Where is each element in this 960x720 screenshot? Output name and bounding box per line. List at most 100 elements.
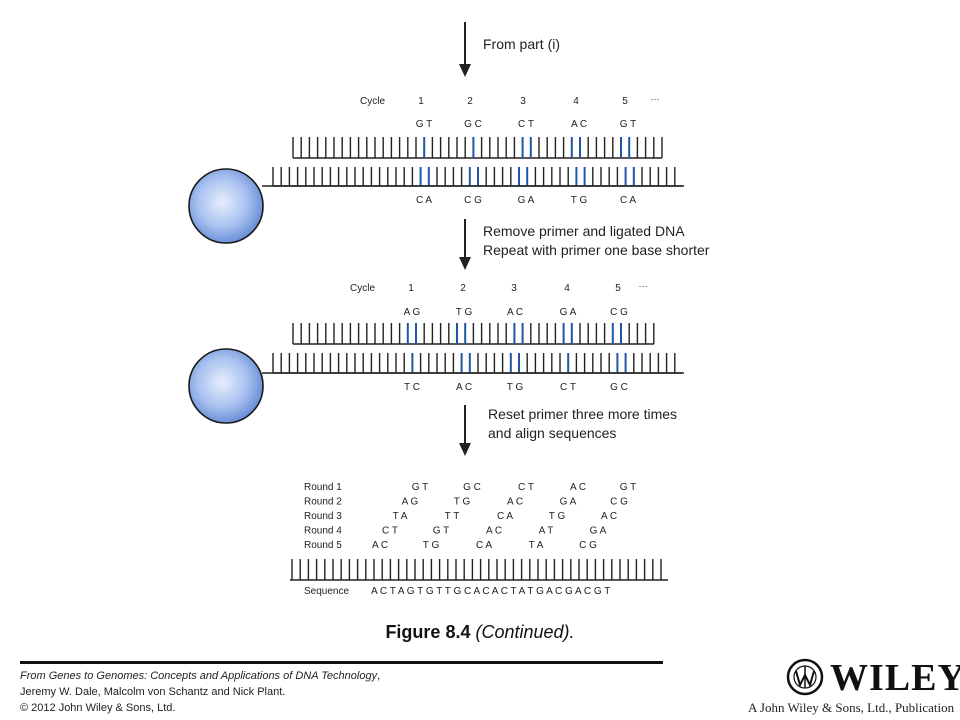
round-label: Round 4 [304,526,342,537]
cycle-number: 2 [467,96,473,107]
round-pair: C T [382,526,398,537]
primer-strand-1 [292,137,663,159]
copyright: © 2012 John Wiley & Sons, Ltd. [20,702,176,714]
round-pair: T G [454,497,471,508]
bead-2 [188,348,684,424]
round-pair: G T [620,482,636,493]
book-title: From Genes to Genomes: Concepts and Appl… [20,670,378,682]
round-pair: A C [372,540,388,551]
wiley-tagline: A John Wiley & Sons, Ltd., Publication [748,700,955,715]
template-strand-2 [272,353,682,374]
round-pair: T A [529,540,544,551]
cycle-label-2: Cycle [350,283,375,294]
cycle-number: 4 [564,283,570,294]
round-label: Round 5 [304,540,342,551]
figure-suffix: (Continued). [475,622,575,642]
arrow-from-part-i [459,22,471,77]
round-pair: G T [412,482,428,493]
sequence-label: Sequence [304,586,349,597]
cycle-number: 2 [460,283,466,294]
bead-1 [188,168,684,244]
round-pair: A C [507,497,523,508]
cycle-number: 5 [615,283,621,294]
figure-caption: Figure 8.4 (Continued). [0,622,960,643]
sequence-strand [290,559,668,581]
base-pair-top: G T [620,119,636,130]
base-pair-top: C T [518,119,534,130]
cycle-numbers-1: 1 2 3 4 5 ··· [418,94,659,107]
round-pair: G T [433,526,449,537]
round-pair: A C [570,482,586,493]
arrow-label-reset: Reset primer three more times [488,406,677,422]
cycle-ellipsis: ··· [651,94,660,104]
template-strand-1 [272,167,682,187]
round-pair: G A [560,497,577,508]
book-title-suffix: , [377,670,381,682]
round-pair: A G [402,497,419,508]
base-pair-bottom: T G [571,195,588,206]
base-pair-top: G C [464,119,482,130]
arrow-label-repeat: Repeat with primer one base shorter [483,242,710,258]
caption-divider [20,661,663,664]
book-authors: Jeremy W. Dale, Malcolm von Schantz and … [20,686,286,698]
cycle-number: 5 [622,96,628,107]
wiley-wordmark: WILEY [830,657,960,699]
rounds-table: Round 1 G T G C C T A C G T Round 2 A G T G A C G … [304,482,636,551]
figure-number: Figure 8.4 [385,622,471,642]
base-pair-top: A C [571,119,587,130]
base-pair-bottom: C A [416,195,432,206]
cycle-number: 1 [408,283,414,294]
round-pair: C A [497,511,513,522]
round-pair: T A [393,511,408,522]
base-pair-top: C G [610,307,628,318]
book-credits: From Genes to Genomes: Concepts and Appl… [20,668,380,716]
base-pair-top: A G [404,307,421,318]
base-pair-top: G A [560,307,577,318]
round-pair: T G [549,511,566,522]
round-pair: A C [486,526,502,537]
round-pair: G A [590,526,607,537]
round-pair: C T [518,482,534,493]
round-pair: A C [601,511,617,522]
round-pair: C A [476,540,492,551]
arrow-reset-primer [459,405,471,456]
primer-strand-2 [292,323,655,345]
cycle-numbers-2: 1 2 3 4 5 ··· [408,281,647,294]
wiley-seal-icon [786,658,824,696]
arrow-remove-primer [459,219,471,270]
round-pair: A T [539,526,554,537]
round-label: Round 3 [304,511,342,522]
base-pair-top: G T [416,119,432,130]
round-pair: C G [610,497,628,508]
round-pair: C G [579,540,597,551]
arrow-label-align: and align sequences [488,425,616,441]
sequence-value: A C T A G T G T T G C A C A C T A T G A … [371,586,610,597]
round-pair: T G [423,540,440,551]
arrow-label-from-part-i: From part (i) [483,36,560,52]
base-pair-top: T G [456,307,473,318]
base-pair-bottom: T C [404,382,420,393]
base-pair-top: A C [507,307,523,318]
round-label: Round 1 [304,482,342,493]
round-label: Round 2 [304,497,342,508]
base-pair-bottom: A C [456,382,472,393]
round-pair: G C [463,482,481,493]
base-pair-bottom: C G [464,195,482,206]
base-pair-bottom: G C [610,382,628,393]
base-pair-bottom: C A [620,195,636,206]
cycle-number: 3 [520,96,526,107]
base-pair-bottom: G A [518,195,535,206]
wiley-logo: WILEY A John Wiley & Sons, Ltd., Publica… [748,656,960,720]
base-pair-bottom: C T [560,382,576,393]
cycle-label-1: Cycle [360,96,385,107]
arrow-label-remove-primer: Remove primer and ligated DNA [483,223,685,239]
cycle-number: 3 [511,283,517,294]
cycle-number: 1 [418,96,424,107]
cycle-number: 4 [573,96,579,107]
cycle-ellipsis: ··· [639,281,648,291]
round-pair: T T [445,511,460,522]
